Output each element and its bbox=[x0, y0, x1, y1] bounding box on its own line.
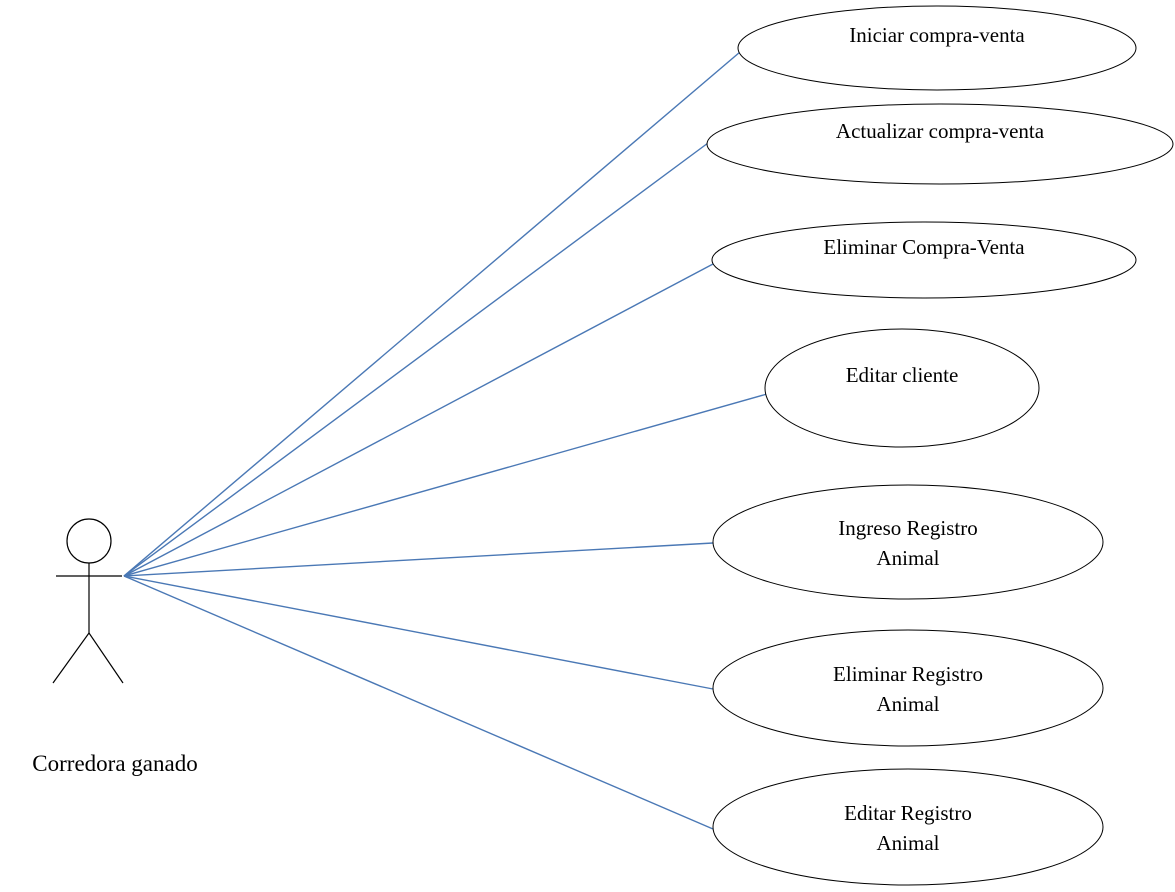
use-case-label: Animal bbox=[877, 546, 940, 570]
use-case-ellipse bbox=[764, 328, 1040, 448]
use-case-editar-cliente: Editar cliente bbox=[764, 328, 1040, 448]
association-line-editar-cliente bbox=[123, 393, 768, 577]
use-case-eliminar-compra-venta: Eliminar Compra-Venta bbox=[711, 221, 1137, 299]
associations bbox=[123, 51, 768, 830]
use-case-label: Eliminar Registro bbox=[833, 662, 983, 686]
use-case-label: Eliminar Compra-Venta bbox=[823, 235, 1025, 259]
association-line-ingreso-registro-animal bbox=[123, 542, 714, 577]
use-case-ellipse bbox=[712, 768, 1104, 886]
association-line-eliminar-compra-venta bbox=[123, 263, 714, 577]
use-case-label: Editar cliente bbox=[846, 363, 959, 387]
use-case-label: Ingreso Registro bbox=[838, 516, 977, 540]
use-case-ellipse bbox=[712, 629, 1104, 747]
use-case-ellipse bbox=[706, 103, 1174, 185]
use-case-ellipse bbox=[737, 5, 1137, 91]
association-line-eliminar-registro-animal bbox=[123, 575, 714, 690]
association-line-actualizar-compra-venta bbox=[123, 142, 709, 577]
use-case-actualizar-compra-venta: Actualizar compra-venta bbox=[706, 103, 1174, 185]
actor-label: Corredora ganado bbox=[32, 751, 197, 776]
use-case-iniciar-compra-venta: Iniciar compra-venta bbox=[737, 5, 1137, 91]
actor-left-leg bbox=[52, 632, 90, 684]
actor-head bbox=[66, 518, 112, 564]
use-case-ellipse bbox=[711, 221, 1137, 299]
actor-corredora-ganado: Corredora ganado bbox=[32, 518, 198, 776]
association-line-editar-registro-animal bbox=[123, 575, 714, 830]
actor-right-leg bbox=[88, 632, 124, 684]
association-line-iniciar-compra-venta bbox=[123, 51, 741, 577]
use-case-label: Actualizar compra-venta bbox=[836, 119, 1045, 143]
use-case-label: Animal bbox=[877, 692, 940, 716]
use-case-label: Editar Registro bbox=[844, 801, 972, 825]
use-case-label: Animal bbox=[877, 831, 940, 855]
use-case-label: Iniciar compra-venta bbox=[849, 23, 1025, 47]
use-case-ellipse bbox=[712, 484, 1104, 600]
